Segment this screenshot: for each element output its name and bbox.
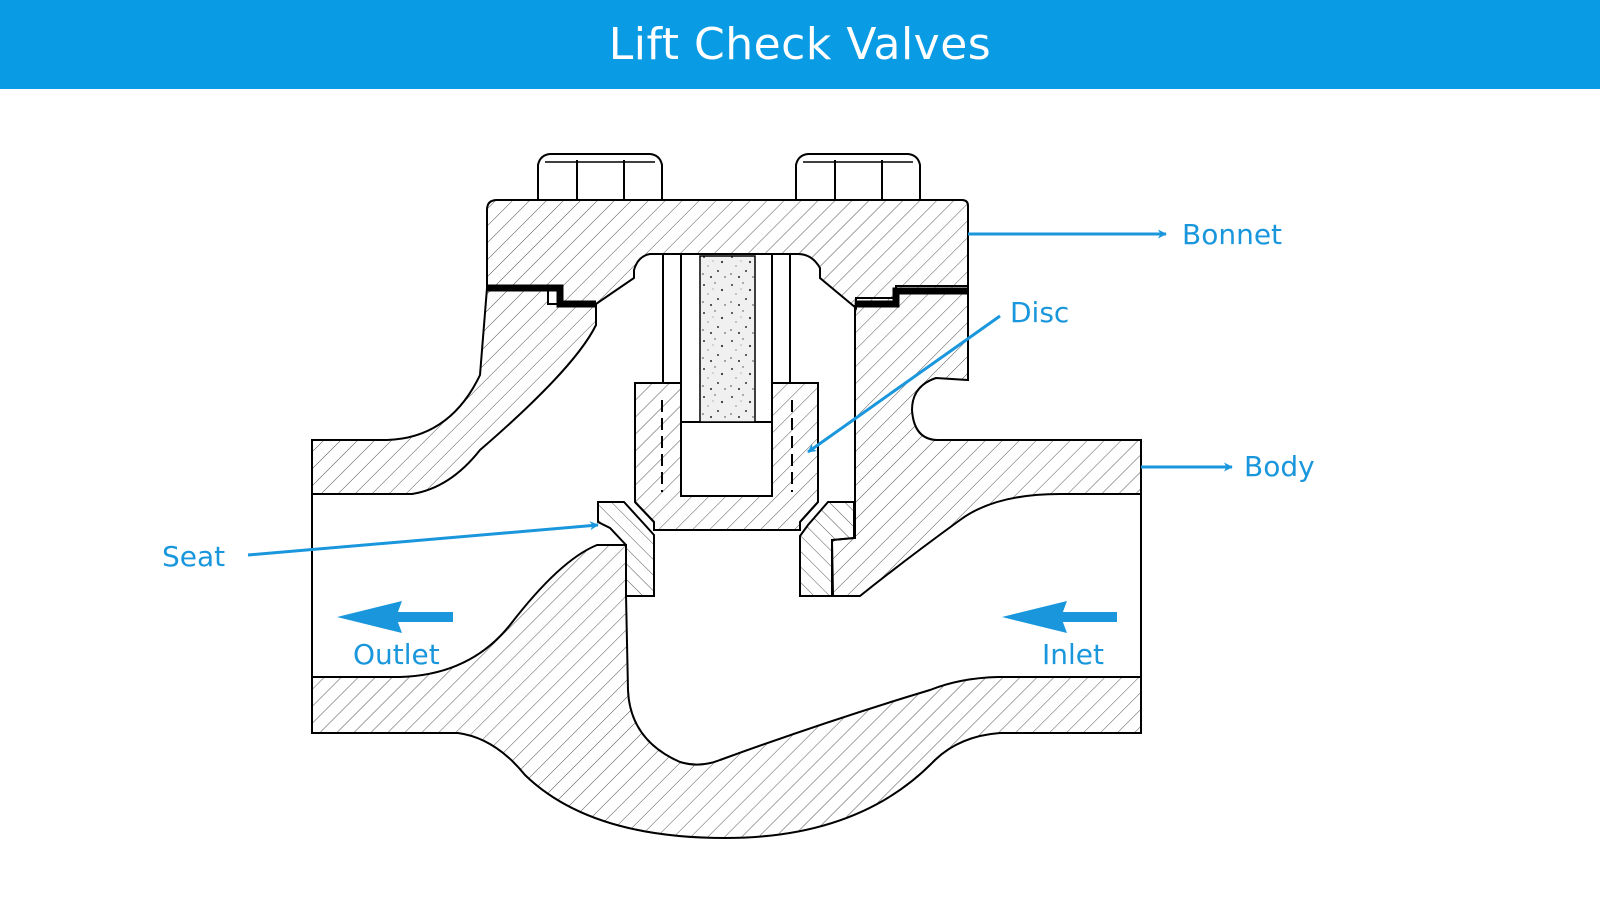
disc-stem [699, 255, 756, 423]
seat-rings [597, 501, 855, 597]
disc-cup-interior [680, 421, 773, 497]
disc [634, 382, 819, 531]
page-title: Lift Check Valves [608, 19, 992, 70]
bonnet [486, 199, 969, 502]
seat-leader-arrow [247, 521, 599, 557]
bonnet-label: Bonnet [1182, 218, 1282, 251]
bolt-left [537, 153, 663, 201]
seat-label: Seat [162, 540, 225, 573]
gasket-left [487, 284, 596, 308]
outlet-label: Outlet [353, 638, 440, 671]
body-label: Body [1244, 450, 1315, 483]
inlet-arrow-left-icon [1002, 601, 1117, 633]
bonnet-body [486, 199, 969, 311]
disc-label: Disc [1010, 296, 1069, 329]
body-right [830, 285, 1142, 597]
outlet-arrow-left-icon [337, 601, 453, 633]
gasket-right [856, 287, 968, 308]
body-upper-left [311, 287, 597, 495]
inlet-label: Inlet [1042, 638, 1104, 671]
label-leaders [247, 229, 1233, 557]
flow-arrows [337, 601, 1117, 633]
bolt-right [795, 153, 921, 201]
body-lower [311, 544, 1142, 840]
seat-ring-right [799, 501, 855, 597]
bolt-head-icon [795, 153, 921, 201]
seat-ring-left [597, 501, 655, 597]
disc-leader-arrow [807, 314, 1001, 454]
valve-body [311, 285, 1142, 840]
title-bar: Lift Check Valves [0, 0, 1600, 89]
bolt-head-icon [537, 153, 663, 201]
